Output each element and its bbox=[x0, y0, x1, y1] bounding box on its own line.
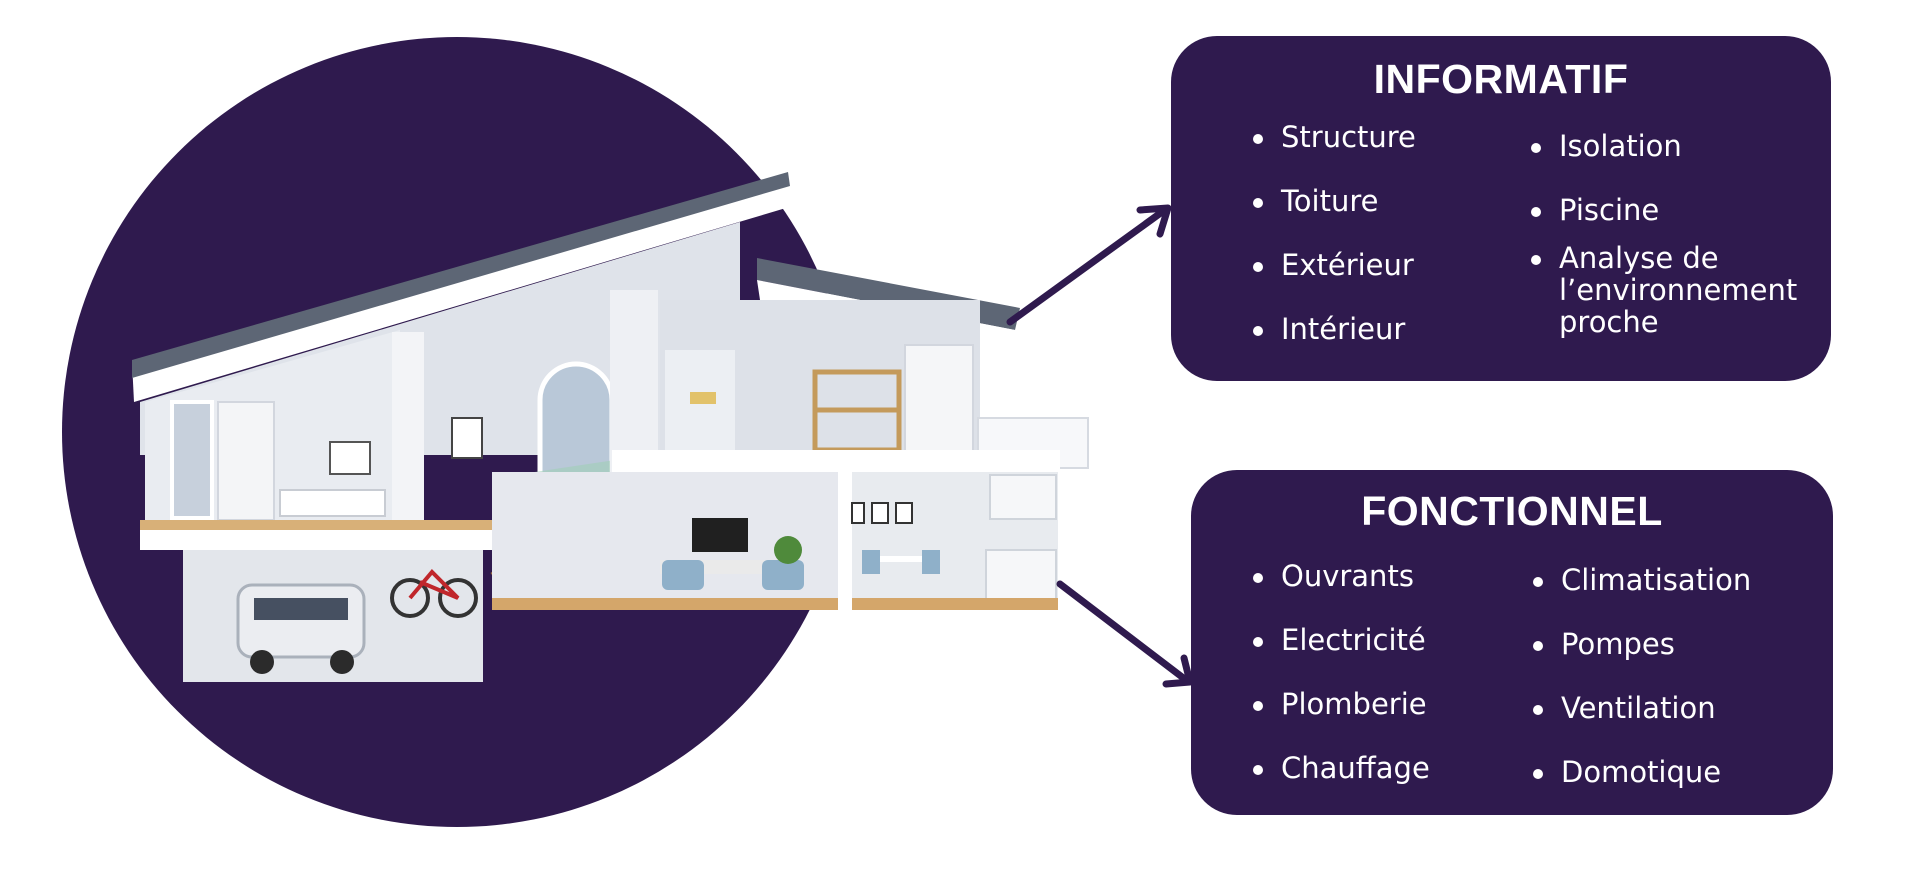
list-item: Isolation bbox=[1527, 130, 1682, 162]
list-item: Intérieur bbox=[1249, 313, 1405, 345]
list-item: Structure bbox=[1249, 121, 1416, 153]
list-item: Climatisation bbox=[1529, 564, 1751, 596]
list-item: Plomberie bbox=[1249, 688, 1427, 720]
list-item: Pompes bbox=[1529, 628, 1675, 660]
informatif-title: INFORMATIF bbox=[1373, 56, 1629, 102]
list-item: Extérieur bbox=[1249, 249, 1414, 281]
informatif-panel: INFORMATIF Structure Toiture Extérieur I… bbox=[1171, 36, 1831, 381]
list-item: Analyse de l’environnement proche bbox=[1527, 242, 1839, 338]
list-item: Chauffage bbox=[1249, 752, 1430, 784]
fonctionnel-title: FONCTIONNEL bbox=[1361, 488, 1663, 534]
fonctionnel-panel: FONCTIONNEL Ouvrants Electricité Plomber… bbox=[1191, 470, 1833, 815]
list-item: Piscine bbox=[1527, 194, 1659, 226]
list-item: Ventilation bbox=[1529, 692, 1716, 724]
list-item: Ouvrants bbox=[1249, 560, 1414, 592]
list-item: Electricité bbox=[1249, 624, 1426, 656]
list-item: Domotique bbox=[1529, 756, 1721, 788]
list-item: Toiture bbox=[1249, 185, 1378, 217]
